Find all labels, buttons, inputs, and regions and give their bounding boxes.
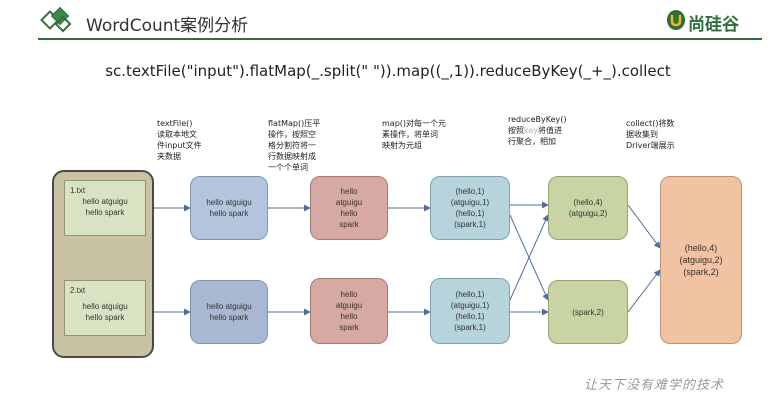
arrow-map2-reduce1 — [509, 214, 549, 301]
arrow-reduce2-collect — [627, 269, 661, 313]
header-divider — [38, 38, 762, 40]
desc-textfile: textFile() 读取本地文 件input文件 夹数据 — [157, 118, 202, 162]
slogan-watermark: 让天下没有难学的技术 — [584, 378, 725, 393]
file-2-name: 2.txt — [70, 286, 86, 295]
brand-name: 尚硅谷 — [688, 15, 739, 35]
collect-box: (hello,4) (atguigu,2) (spark,2) — [660, 176, 742, 344]
desc-reduce-rest: 将值进 行聚合，相加 — [508, 126, 563, 146]
brand-u-icon — [667, 10, 685, 30]
file-1-content: hello atguigu hello spark — [82, 197, 128, 217]
file-1: 1.txt hello atguigu hello spark — [64, 180, 146, 236]
file-2: 2.txt hello atguigu hello spark — [64, 280, 146, 336]
file-1-name: 1.txt — [70, 186, 86, 195]
desc-flatmap: flatMap()压平 操作，按照空 格分割符将一 行数据映射成 一个个单词 — [268, 119, 321, 172]
desc-textfile-text: 读取本地文 件input文件 夹数据 — [157, 130, 202, 161]
reduce-box-1: (hello,4) (atguigu,2) — [548, 176, 628, 240]
code-line: sc.textFile("input").flatMap(_.split(" "… — [105, 62, 671, 80]
map-box-1: (hello,1) (atguigu,1) (hello,1) (spark,1… — [430, 176, 510, 240]
reduce-box-2: (spark,2) — [548, 280, 628, 344]
desc-textfile-api: textFile() — [157, 119, 193, 128]
logo-diamond-icon — [40, 6, 72, 33]
map-box-2: (hello,1) (atguigu,1) (hello,1) (spark,1… — [430, 278, 510, 344]
desc-reduce-prefix: reduceByKey() 按照 — [508, 115, 567, 135]
desc-map: map()对每一个元 素操作，将单词 映射为元组 — [382, 119, 447, 150]
desc-reduce: reduceByKey() 按照key将值进 行聚合，相加 — [508, 114, 566, 147]
arrow-reduce1-collect — [627, 204, 661, 249]
textfile-box-2: hello atguigu hello spark — [190, 280, 268, 344]
textfile-box-1: hello atguigu hello spark — [190, 176, 268, 240]
file-2-content: hello atguigu hello spark — [82, 302, 128, 322]
desc-collect: collect()将数 据收集到 Driver端展示 — [626, 119, 675, 150]
page-title: WordCount案例分析 — [86, 16, 249, 36]
flatmap-box-1: hello atguigu hello spark — [310, 176, 388, 240]
flatmap-box-2: hello atguigu hello spark — [310, 278, 388, 344]
desc-reduce-key: key — [524, 126, 539, 135]
slide-header: WordCount案例分析 尚硅谷 — [0, 0, 776, 40]
